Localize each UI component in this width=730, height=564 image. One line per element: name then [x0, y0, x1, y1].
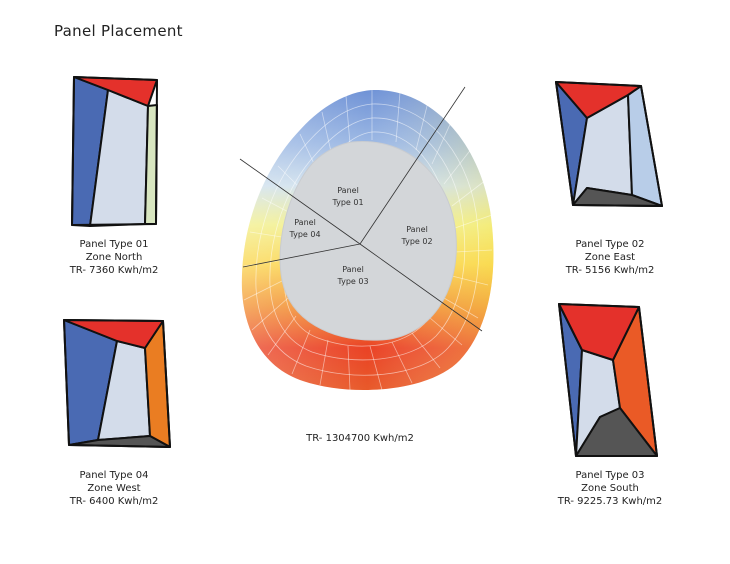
panel-02-type: Panel Type 02 [575, 239, 645, 250]
panel-01-shape [71, 76, 158, 227]
panel-04-type: Panel Type 04 [79, 470, 149, 481]
label-type03-line2: Type 03 [336, 277, 368, 286]
panel-02-zone: Zone East [584, 252, 636, 263]
zone-divider-lines [239, 86, 483, 332]
label-type03-line1: Panel [342, 265, 364, 274]
caption-panel-03: Panel Type 03 Zone South TR- 9225.73 Kwh… [520, 469, 700, 508]
panel-01-tr: TR- 7360 Kwh/m2 [69, 265, 159, 276]
panel-02-tr: TR- 5156 Kwh/m2 [565, 265, 655, 276]
total-radiation: TR- 1304700 Kwh/m2 [306, 433, 414, 444]
label-type02-line1: Panel [406, 225, 428, 234]
center-labels: Panel Type 01 Panel Type 02 Panel Type 0… [288, 186, 432, 286]
caption-panel-01: Panel Type 01 Zone North TR- 7360 Kwh/m2 [24, 238, 204, 277]
label-type01-line1: Panel [337, 186, 359, 195]
label-type02-line2: Type 02 [400, 237, 432, 246]
panel-04-zone: Zone West [87, 483, 141, 494]
caption-panel-04: Panel Type 04 Zone West TR- 6400 Kwh/m2 [24, 469, 204, 508]
panel-01-zone: Zone North [85, 252, 143, 263]
caption-panel-02: Panel Type 02 Zone East TR- 5156 Kwh/m2 [520, 238, 700, 277]
center-plate [279, 140, 457, 341]
panel-03-type: Panel Type 03 [575, 470, 645, 481]
panel-01-type: Panel Type 01 [79, 239, 149, 250]
panel-03-zone: Zone South [581, 483, 639, 494]
label-type01-line2: Type 01 [331, 198, 363, 207]
panel-03-tr: TR- 9225.73 Kwh/m2 [557, 496, 663, 507]
page-title: Panel Placement [54, 22, 183, 40]
label-type04-line1: Panel [294, 218, 316, 227]
label-type04-line2: Type 04 [288, 230, 320, 239]
panel-04-tr: TR- 6400 Kwh/m2 [69, 496, 159, 507]
